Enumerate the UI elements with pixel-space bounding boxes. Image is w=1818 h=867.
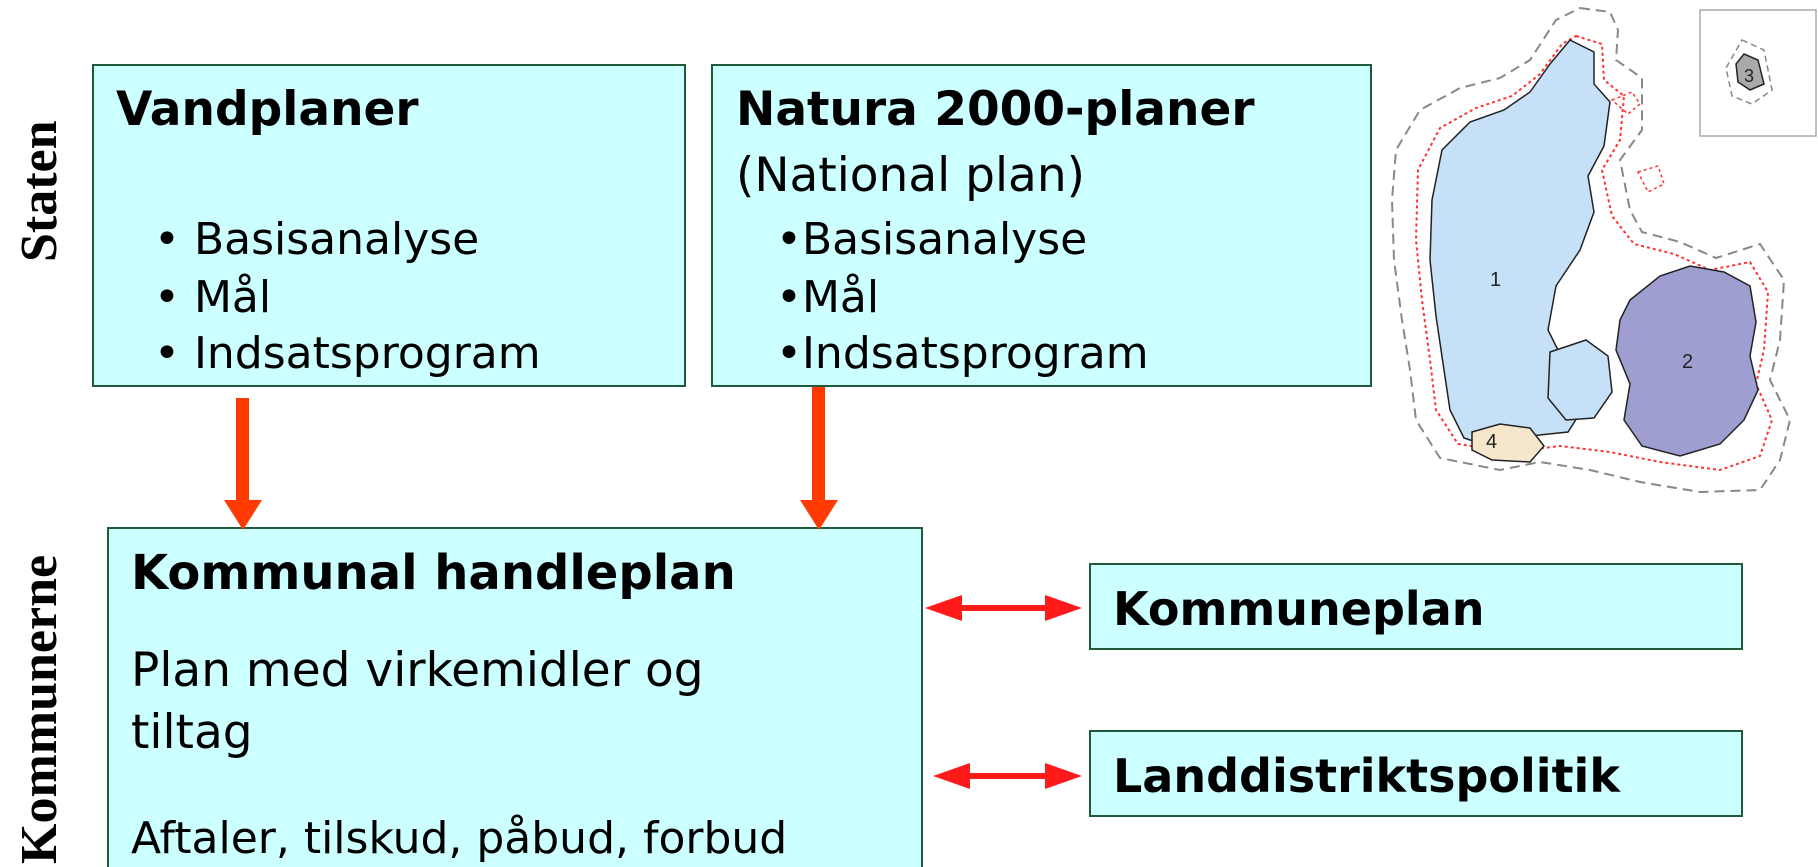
natura2000-box: Natura 2000-planer (National plan) •Basi… <box>711 64 1372 387</box>
natura2000-item-basisanalyse: •Basisanalyse <box>776 214 1088 265</box>
handleplan-title: Kommunal handleplan <box>131 545 736 601</box>
natura2000-item-indsatsprogram: •Indsatsprogram <box>776 328 1149 379</box>
vandplaner-item-basisanalyse: • Basisanalyse <box>154 214 480 265</box>
natura2000-title: Natura 2000-planer <box>736 82 1255 137</box>
arrow-vandplaner-to-handleplan <box>224 398 262 530</box>
map-region-4 <box>1471 423 1545 463</box>
vandplaner-item-maal: • Mål <box>154 272 272 323</box>
red-dotted-boundary <box>1414 34 1774 472</box>
map-region-2 <box>1615 265 1759 457</box>
map-region-label-3: 3 <box>1744 66 1754 86</box>
map-region-label-1: 1 <box>1490 269 1501 291</box>
kommuneplan-box: Kommuneplan <box>1089 563 1743 650</box>
arrow-natura-to-handleplan <box>800 387 838 530</box>
vandplaner-box: Vandplaner • Basisanalyse • Mål • Indsat… <box>92 64 686 387</box>
double-arrow-kommuneplan <box>925 595 1082 621</box>
vandplaner-item-indsatsprogram: • Indsatsprogram <box>154 328 541 379</box>
natura2000-item-maal: •Mål <box>776 272 880 323</box>
handleplan-line2: tiltag <box>131 705 253 760</box>
handleplan-line1: Plan med virkemidler og <box>131 643 704 698</box>
natura2000-subtitle: (National plan) <box>736 148 1085 203</box>
bornholm-inset: 3 <box>1699 9 1817 137</box>
kommunal-handleplan-box: Kommunal handleplan Plan med virkemidler… <box>107 527 923 867</box>
map-region-label-4: 4 <box>1486 431 1497 453</box>
double-arrow-landdistriktspolitik <box>933 763 1082 789</box>
map-region-3 <box>1735 53 1765 91</box>
denmark-map: 1 2 4 3 <box>1390 6 1817 494</box>
map-region-label-2: 2 <box>1682 351 1693 373</box>
kommuneplan-label: Kommuneplan <box>1113 582 1485 636</box>
map-small-island-a <box>1610 91 1641 115</box>
map-small-island-b <box>1636 165 1665 194</box>
outer-dashed-outline <box>1390 6 1792 494</box>
map-island-funen <box>1547 339 1613 421</box>
vandplaner-title: Vandplaner <box>116 82 419 137</box>
landdistriktspolitik-box: Landdistriktspolitik <box>1089 730 1743 817</box>
handleplan-line3: Aftaler, tilskud, påbud, forbud <box>131 813 788 864</box>
landdistriktspolitik-label: Landdistriktspolitik <box>1113 749 1620 803</box>
